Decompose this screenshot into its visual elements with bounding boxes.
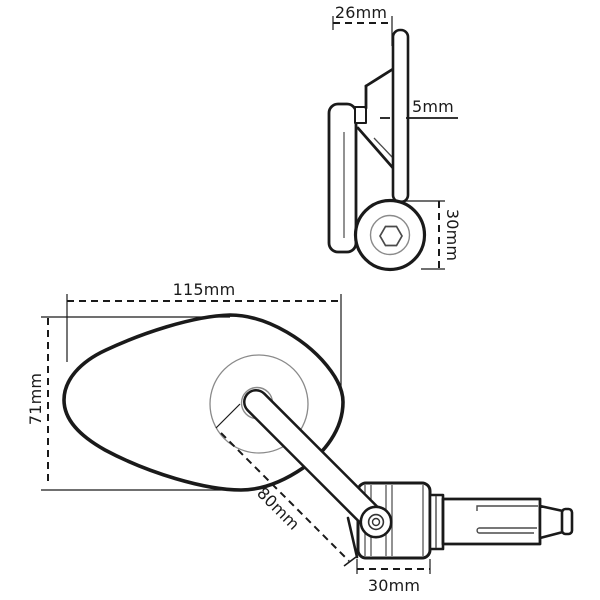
pivot-bolt-inner	[371, 517, 381, 527]
side-view: 26mm 5mm	[327, 3, 462, 272]
dim-71mm-label: 71mm	[26, 373, 45, 425]
dim-71mm: 71mm	[26, 316, 251, 491]
dim-115mm: 115mm	[66, 280, 342, 388]
stem-front	[243, 389, 393, 559]
hex-bolt-icon	[379, 225, 403, 247]
clamp-circle	[353, 198, 427, 272]
housing-lower-slant-inner	[373, 137, 394, 159]
mirror-glass-side	[391, 28, 410, 204]
dim-80mm-end-tick	[343, 556, 357, 567]
bar-end-tip	[560, 507, 574, 536]
dim-80mm-ext-start	[215, 403, 241, 429]
housing-lower-slant	[356, 126, 395, 170]
mirror-housing-side	[356, 67, 395, 170]
stem-side	[327, 102, 358, 254]
clamp-end-side	[353, 198, 427, 272]
dim-30mm-bottom-label: 30mm	[368, 576, 420, 595]
dim-30mm-side: 30mm	[399, 200, 462, 270]
dim-30mm-side-label: 30mm	[443, 209, 462, 261]
stem-pin	[354, 106, 367, 124]
front-view: 115mm 71mm	[26, 280, 574, 595]
dim-30mm-bottom: 30mm	[356, 559, 431, 595]
bar-end-expander	[428, 493, 574, 551]
dim-80mm-label: 80mm	[253, 483, 303, 533]
bar-end-taper	[538, 504, 565, 540]
ball-joint-boss-circle	[209, 354, 309, 454]
mirror-head-outline	[62, 313, 345, 492]
stem-fill	[245, 391, 387, 533]
dim-80mm-line	[220, 432, 350, 562]
dim-5mm: 5mm	[380, 97, 458, 119]
clamp-inner-circle	[369, 214, 411, 256]
sleeve-slot-bottom	[476, 527, 537, 534]
dim-115mm-label: 115mm	[173, 280, 236, 299]
pivot-bolt-outer	[367, 513, 385, 531]
dim-26mm: 26mm	[332, 3, 393, 46]
dim-26mm-label: 26mm	[335, 3, 387, 22]
housing-top-slant	[364, 67, 395, 88]
stem-flare-edge	[346, 516, 359, 559]
sleeve-slot-top	[476, 505, 538, 511]
dim-5mm-label: 5mm	[412, 97, 454, 116]
